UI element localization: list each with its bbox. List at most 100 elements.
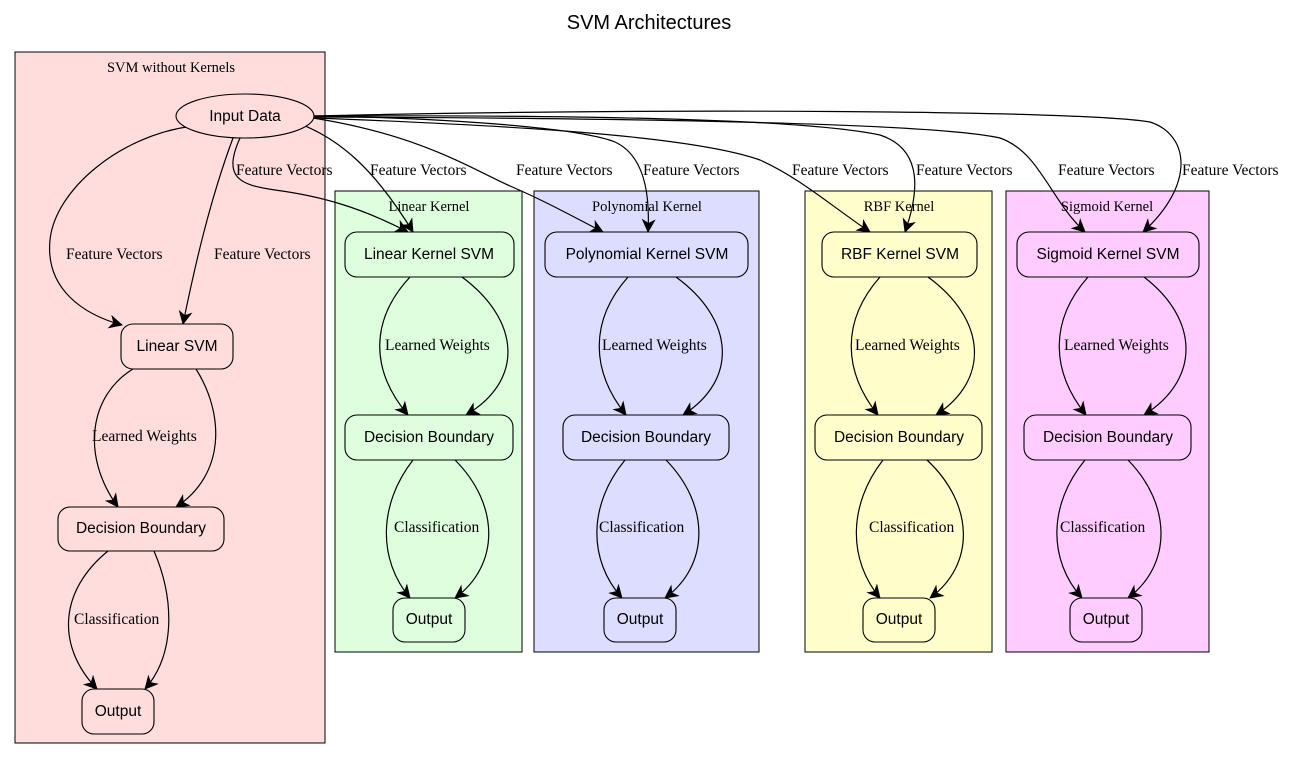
node-decision-boundary-shape (57, 506, 225, 552)
edge-input-to-sigmoid-kernel-svm-b (313, 110, 1182, 233)
edge-label-classification: Classification (1060, 519, 1145, 536)
node-decision-boundary-label: Decision Boundary (76, 520, 206, 537)
node-linear-kernel-svm-shape (344, 231, 515, 278)
edge-label-learned-weights: Learned Weights (1064, 337, 1169, 354)
edge-label-learned-weights: Learned Weights (855, 337, 960, 354)
edge-linear-svm-to-boundary-a (93, 368, 134, 508)
node-polynomial-decision-boundary: Decision Boundary (562, 414, 730, 461)
edges-linear-kernel (379, 276, 509, 599)
cluster-label-sigmoid: Sigmoid Kernel (1061, 199, 1153, 215)
node-linear-kernel-output: Output (392, 597, 466, 643)
node-sigmoid-output: Output (1069, 597, 1143, 643)
edge-sigmoid-svm-to-boundary-a (1058, 276, 1089, 416)
edge-input-to-rbf-kernel-svm-a (313, 117, 871, 233)
node-polynomial-output-shape (603, 597, 677, 643)
node-sigmoid-kernel-svm: Sigmoid Kernel SVM (1016, 231, 1200, 278)
node-sigmoid-svm-shape (1016, 231, 1200, 278)
node-polynomial-svm-label: Polynomial Kernel SVM (566, 246, 729, 263)
edges-no-kernel (49, 125, 234, 690)
node-output: Output (81, 688, 155, 735)
node-output-shape (81, 688, 155, 735)
edge-polynomial-boundary-to-output-a (596, 459, 626, 599)
edge-linear-svm-to-boundary-b (175, 368, 217, 508)
edges-feature-vectors-to-kernels (232, 110, 1182, 233)
cluster-box-no-kernel (14, 51, 326, 744)
node-linear-svm: Linear SVM (120, 323, 234, 370)
node-input-data-label: Input Data (209, 108, 281, 125)
edge-label-classification: Classification (394, 519, 479, 536)
edge-rbf-boundary-to-output-b (926, 459, 964, 599)
edge-label-feature-vectors: Feature Vectors (916, 162, 1013, 179)
node-sigmoid-svm-label: Sigmoid Kernel SVM (1036, 246, 1179, 263)
edge-sigmoid-boundary-to-output-b (1127, 459, 1162, 599)
cluster-svm-without-kernels: SVM without Kernels (14, 51, 326, 744)
edge-label-feature-vectors: Feature Vectors (1058, 162, 1155, 179)
node-rbf-boundary-label: Decision Boundary (834, 429, 964, 446)
node-polynomial-svm-shape (544, 231, 749, 278)
node-linear-kernel-boundary-label: Decision Boundary (364, 429, 494, 446)
edge-label-feature-vectors: Feature Vectors (236, 162, 333, 179)
node-linear-kernel-output-label: Output (406, 611, 453, 628)
edge-rbf-boundary-to-output-a (855, 459, 884, 599)
edge-input-to-polynomial-kernel-svm-a (312, 117, 604, 233)
cluster-label-polynomial: Polynomial Kernel (592, 199, 702, 215)
node-sigmoid-output-shape (1069, 597, 1143, 643)
cluster-label-no-kernel: SVM without Kernels (107, 60, 235, 76)
edge-polynomial-svm-to-boundary-a (598, 276, 629, 416)
edge-sigmoid-svm-to-boundary-b (1143, 276, 1187, 416)
edge-input-to-linear-svm-a (49, 125, 194, 329)
edges-polynomial-kernel (596, 276, 723, 599)
node-linear-kernel-svm-label: Linear Kernel SVM (364, 246, 494, 263)
edges-sigmoid-kernel (1056, 276, 1187, 599)
node-polynomial-boundary-shape (562, 414, 730, 461)
edge-label-feature-vectors: Feature Vectors (214, 246, 311, 263)
edge-label-learned-weights: Learned Weights (385, 337, 490, 354)
node-linear-kernel-output-shape (392, 597, 466, 643)
node-input-data: Input Data (175, 93, 315, 139)
node-sigmoid-decision-boundary: Decision Boundary (1023, 414, 1192, 461)
edge-input-to-linear-svm-b (178, 137, 234, 325)
edge-input-to-rbf-kernel-svm-b (313, 115, 916, 233)
node-polynomial-output-label: Output (617, 611, 664, 628)
node-rbf-output-shape (862, 597, 936, 643)
node-polynomial-kernel-svm: Polynomial Kernel SVM (544, 231, 749, 278)
edge-label-classification: Classification (74, 611, 159, 628)
node-rbf-output-label: Output (876, 611, 923, 628)
node-linear-kernel-boundary-shape (344, 414, 514, 461)
node-rbf-svm-label: RBF Kernel SVM (841, 246, 959, 263)
node-linear-svm-label: Linear SVM (137, 338, 218, 355)
edge-boundary-to-output-b (144, 550, 170, 690)
diagram-title: SVM Architectures (567, 12, 732, 34)
edge-polynomial-svm-to-boundary-b (675, 276, 723, 416)
edge-labels: Feature Vectors Feature Vectors Feature … (66, 162, 1279, 628)
cluster-label-linear: Linear Kernel (389, 199, 470, 215)
node-output-label: Output (95, 703, 142, 720)
node-sigmoid-boundary-shape (1023, 414, 1192, 461)
node-rbf-boundary-shape (814, 414, 983, 461)
edge-input-to-linear-kernel-svm-a (232, 137, 409, 233)
edge-label-feature-vectors: Feature Vectors (1182, 162, 1279, 179)
node-rbf-svm-shape (821, 231, 978, 278)
node-polynomial-boundary-label: Decision Boundary (581, 429, 711, 446)
edge-linear-kernel-boundary-to-output-a (385, 459, 414, 599)
node-rbf-kernel-svm: RBF Kernel SVM (821, 231, 978, 278)
node-linear-kernel-decision-boundary: Decision Boundary (344, 414, 514, 461)
edge-boundary-to-output-a (67, 550, 109, 690)
edge-polynomial-boundary-to-output-b (664, 459, 700, 599)
edge-linear-kernel-svm-to-boundary-b (461, 276, 509, 416)
node-decision-boundary: Decision Boundary (57, 506, 225, 552)
edge-linear-kernel-svm-to-boundary-a (379, 276, 411, 416)
edge-label-learned-weights: Learned Weights (92, 428, 197, 445)
edge-input-to-linear-kernel-svm-b (294, 121, 414, 233)
edge-sigmoid-boundary-to-output-a (1056, 459, 1086, 599)
edge-linear-kernel-boundary-to-output-b (454, 459, 490, 599)
node-sigmoid-boundary-label: Decision Boundary (1043, 429, 1173, 446)
node-linear-svm-shape (120, 323, 234, 370)
edge-label-feature-vectors: Feature Vectors (792, 162, 889, 179)
edge-rbf-svm-to-boundary-a (850, 276, 881, 416)
edge-label-feature-vectors: Feature Vectors (370, 162, 467, 179)
edge-label-classification: Classification (599, 519, 684, 536)
cluster-label-rbf: RBF Kernel (864, 199, 934, 215)
edge-label-classification: Classification (869, 519, 954, 536)
